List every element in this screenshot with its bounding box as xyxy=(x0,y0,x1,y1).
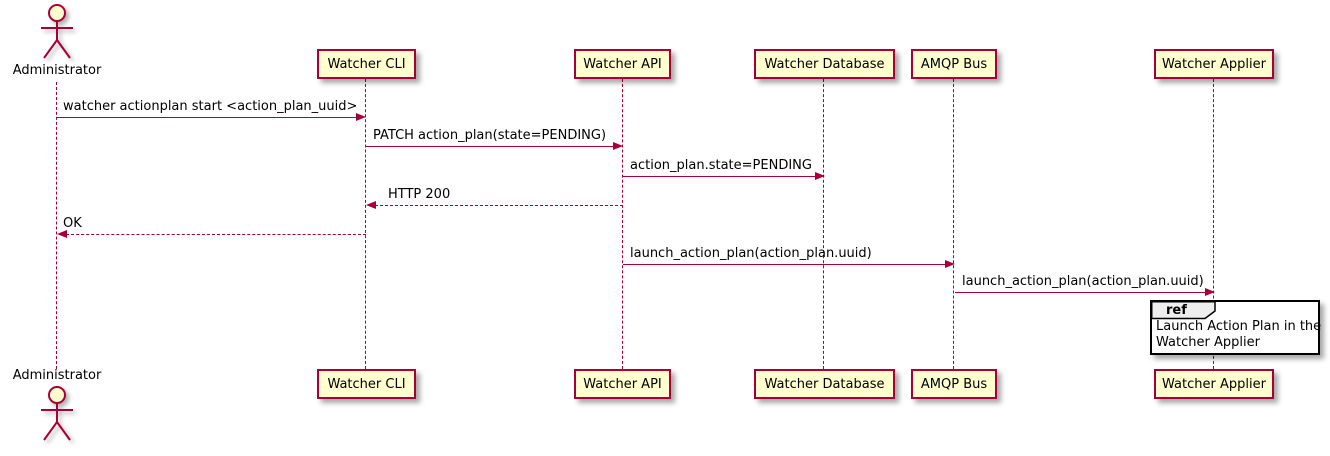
message-5-arrowhead-icon xyxy=(57,230,67,238)
message-7-arrowhead-icon xyxy=(1205,288,1215,296)
lifeline-amqp-bus xyxy=(953,79,954,369)
participant-amqp-bus-top: AMQP Bus xyxy=(911,49,997,79)
ref-text-line-2: Watcher Applier xyxy=(1156,335,1260,350)
message-4-line xyxy=(375,205,623,206)
message-6-label: launch_action_plan(action_plan.uuid) xyxy=(630,246,872,261)
participant-watcher-database-bottom: Watcher Database xyxy=(754,369,895,399)
ref-fragment: ref Launch Action Plan in the Watcher Ap… xyxy=(1150,300,1322,355)
message-3-arrowhead-icon xyxy=(815,172,825,180)
message-2-line xyxy=(366,146,614,147)
message-6-arrowhead-icon xyxy=(945,260,955,268)
participant-watcher-applier-top: Watcher Applier xyxy=(1154,49,1274,79)
participant-watcher-api-bottom: Watcher API xyxy=(574,369,671,399)
message-5-line xyxy=(66,234,366,235)
participant-watcher-api-top: Watcher API xyxy=(574,49,671,79)
participant-watcher-applier-bottom: Watcher Applier xyxy=(1154,369,1274,399)
actor-label-bottom: Administrator xyxy=(12,368,102,383)
message-1-line xyxy=(57,117,357,118)
ref-keyword: ref xyxy=(1166,303,1187,318)
actor-icon xyxy=(41,4,73,59)
message-3-label: action_plan.state=PENDING xyxy=(630,158,812,173)
message-1-label: watcher actionplan start <action_plan_uu… xyxy=(63,99,358,114)
message-4-arrowhead-icon xyxy=(366,201,376,209)
ref-header-pentagon xyxy=(1151,301,1216,320)
lifeline-administrator xyxy=(56,82,57,369)
message-1-arrowhead-icon xyxy=(356,113,366,121)
actor-icon xyxy=(41,386,73,441)
lifeline-watcher-api xyxy=(622,79,623,369)
ref-text-line-1: Launch Action Plan in the xyxy=(1156,319,1322,334)
message-7-line xyxy=(955,292,1206,293)
message-7-label: launch_action_plan(action_plan.uuid) xyxy=(962,274,1204,289)
message-3-line xyxy=(623,176,816,177)
participant-watcher-database-top: Watcher Database xyxy=(754,49,895,79)
lifeline-watcher-database xyxy=(823,79,824,369)
message-2-label: PATCH action_plan(state=PENDING) xyxy=(373,128,607,143)
message-6-line xyxy=(623,264,946,265)
message-2-arrowhead-icon xyxy=(613,142,623,150)
lifeline-watcher-cli xyxy=(365,79,366,369)
participant-watcher-cli-top: Watcher CLI xyxy=(317,49,416,79)
message-5-label: OK xyxy=(63,216,82,231)
participant-amqp-bus-bottom: AMQP Bus xyxy=(911,369,997,399)
actor-label-top: Administrator xyxy=(12,63,102,78)
lifeline-watcher-applier xyxy=(1213,79,1214,369)
participant-watcher-cli-bottom: Watcher CLI xyxy=(317,369,416,399)
message-4-label: HTTP 200 xyxy=(388,187,451,202)
